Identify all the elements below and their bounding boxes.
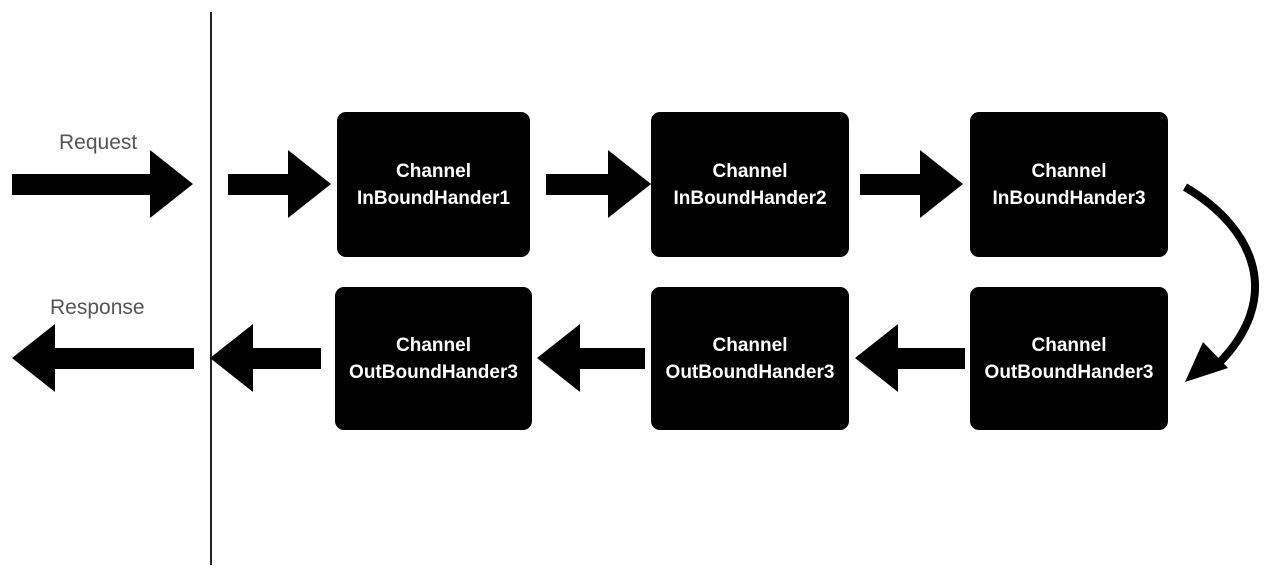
outbound-handler-left-line2: OutBoundHander3 (349, 361, 518, 383)
outbound-handler-middle-line1: Channel (712, 334, 788, 356)
request-arrow-to-handler-2 (546, 150, 651, 218)
inbound-handler-1: Channel InBoundHander1 (337, 112, 530, 257)
response-arrow-outgoing (12, 324, 194, 392)
inbound-handler-2-line2: InBoundHander2 (673, 187, 827, 209)
inbound-handler-2-line1: Channel (712, 160, 788, 182)
outbound-handler-right: Channel OutBoundHander3 (970, 287, 1168, 430)
inbound-handler-1-line1: Channel (396, 160, 471, 182)
outbound-handler-right-line1: Channel (1031, 334, 1107, 356)
inbound-handler-1-line2: InBoundHander1 (356, 187, 511, 209)
turnaround-arrow-curve (1182, 183, 1259, 367)
outbound-handler-middle: Channel OutBoundHander3 (651, 287, 849, 430)
outbound-handler-left-line1: Channel (396, 334, 471, 356)
request-arrow-to-handler-1 (228, 150, 331, 218)
outbound-handler-left: Channel OutBoundHander3 (335, 287, 532, 430)
turnaround-arrow-head (1185, 342, 1228, 382)
response-arrow-from-left-handler (210, 324, 321, 392)
inbound-handler-3-line2: InBoundHander3 (992, 187, 1146, 209)
response-label: Response (50, 296, 145, 319)
boundary-line (210, 12, 212, 565)
response-arrow-from-middle-handler (537, 324, 645, 392)
inbound-handler-3: Channel InBoundHander3 (970, 112, 1168, 257)
request-label: Request (59, 131, 138, 154)
inbound-handler-2: Channel InBoundHander2 (651, 112, 849, 257)
outbound-handler-right-line2: OutBoundHander3 (984, 361, 1154, 383)
inbound-handler-3-line1: Channel (1031, 160, 1107, 182)
request-arrow-incoming (12, 150, 193, 218)
outbound-handler-middle-line2: OutBoundHander3 (665, 361, 835, 383)
request-arrow-to-handler-3 (860, 150, 963, 218)
response-arrow-from-right-handler (855, 324, 965, 392)
